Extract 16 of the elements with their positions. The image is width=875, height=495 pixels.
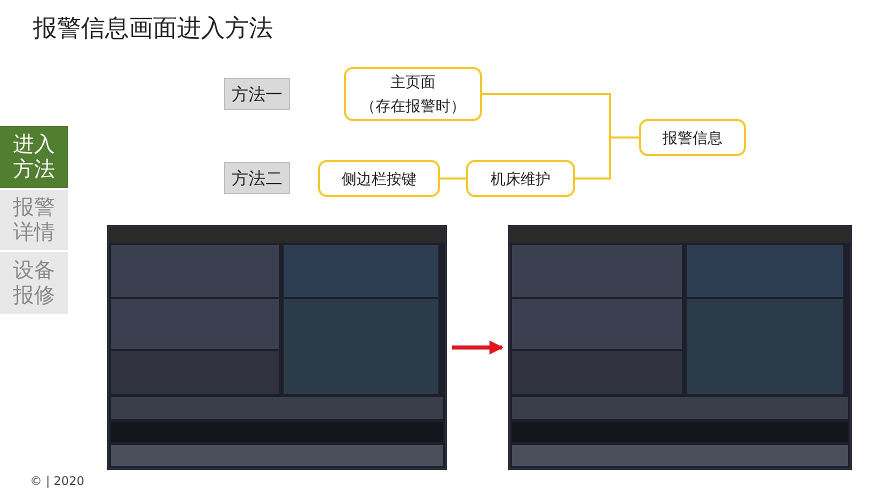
process-box: 机床维护 [466, 160, 575, 197]
connector-line [440, 178, 466, 180]
process-box: 主页面（存在报警时） [344, 67, 482, 121]
sidebar-tab: 报警详情 [0, 190, 68, 250]
screenshot-picture [508, 225, 852, 470]
connector-line [575, 136, 639, 180]
method-label-box: 方法一 [224, 78, 290, 110]
process-box: 侧边栏按键 [318, 160, 440, 197]
sidebar-tab: 进入方法 [0, 126, 68, 188]
arrow [452, 340, 504, 354]
screenshot-picture [107, 225, 447, 470]
process-box: 报警信息 [639, 119, 746, 156]
footer-text: © | 2020 [30, 474, 84, 488]
method-label-box: 方法二 [224, 162, 290, 194]
sidebar-tab: 设备报修 [0, 252, 68, 314]
title: 报警信息画面进入方法 [33, 13, 273, 44]
